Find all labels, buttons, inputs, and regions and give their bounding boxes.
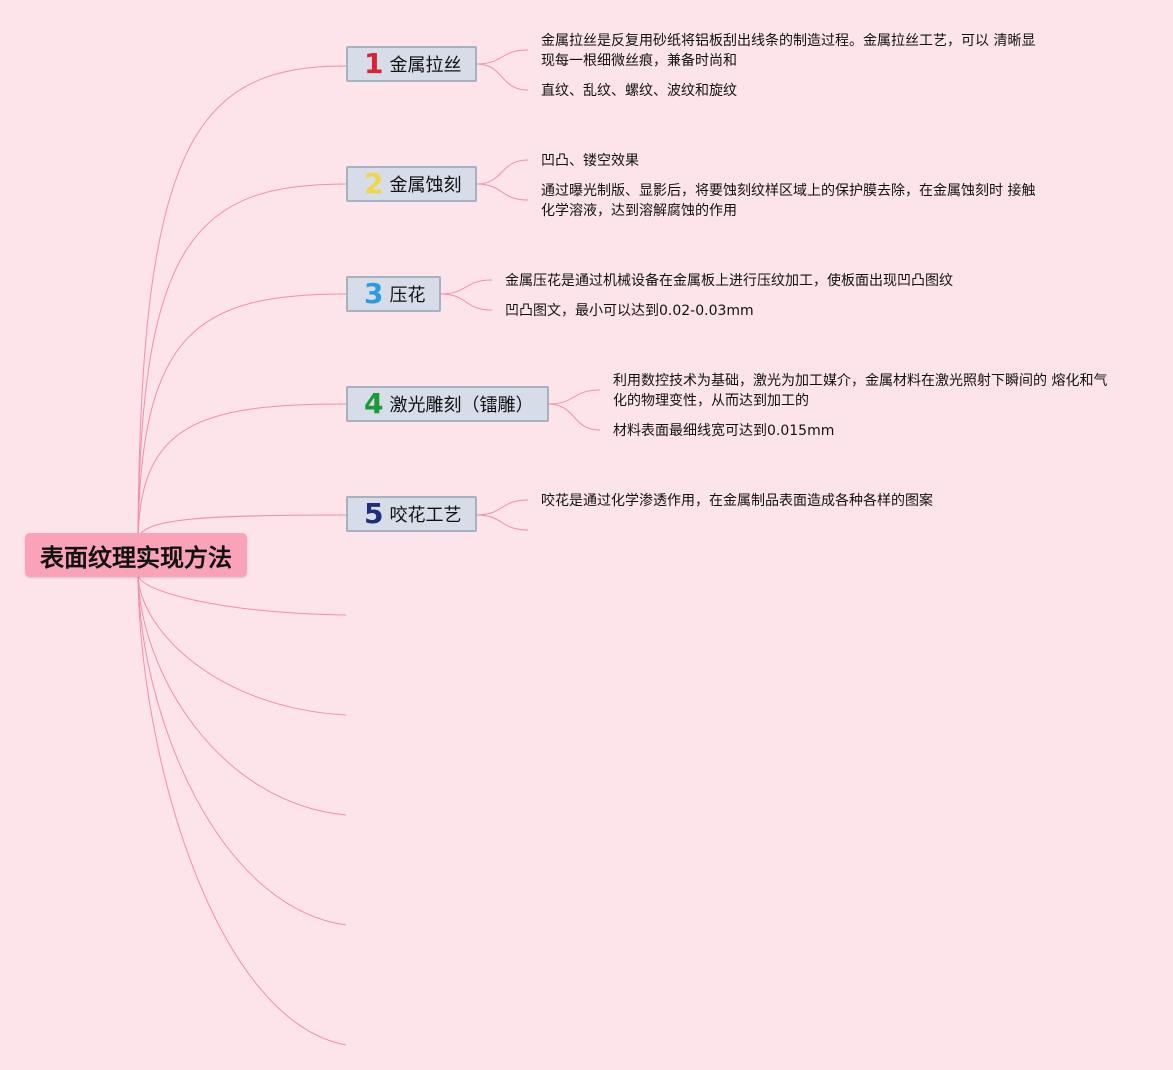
branch-label: 金属拉丝 [389,55,462,76]
leaf-brushing-patterns[interactable]: 直纹、乱纹、螺纹、波纹和旋纹 [541,83,737,99]
leaf-connector [547,403,601,431]
branch-label: 激光雕刻（镭雕） [389,395,534,416]
root-topic[interactable]: 表面纹理实现方法 [25,533,247,577]
empty-connector [137,574,347,716]
leaf-connector [439,279,493,295]
branch-texture-etching[interactable]: 5 咬花工艺 [346,496,478,532]
leaf-embossing-definition[interactable]: 金属压花是通过机械设备在金属板上进行压纹加工，使板面出现凹凸图纹 [505,273,953,289]
branch-embossing[interactable]: 3 压花 [346,276,442,312]
branch-connector [137,514,347,541]
leaf-connector [439,293,493,311]
leaf-laser-line-width[interactable]: 材料表面最细线宽可达到0.015mm [613,423,835,439]
branch-number-3: 3 [364,277,384,310]
leaf-texture-definition[interactable]: 咬花是通过化学渗透作用，在金属制品表面造成各种各样的图案 [541,493,933,509]
branch-number-4: 4 [364,387,384,420]
branch-metal-brushing[interactable]: 1 金属拉丝 [346,46,478,82]
branch-label: 金属蚀刻 [389,175,462,196]
branch-label: 压花 [389,285,426,306]
branch-number-5: 5 [364,497,384,530]
leaf-brushing-definition[interactable]: 金属拉丝是反复用砂纸将铝板刮出线条的制造过程。金属拉丝工艺，可以 清晰显 现每一… [541,33,1036,69]
empty-connector [137,574,347,616]
empty-connector [137,574,347,1046]
root-label: 表面纹理实现方法 [40,543,232,572]
empty-connector [137,574,347,816]
leaf-connector [475,159,529,185]
leaf-etching-effect[interactable]: 凹凸、镂空效果 [541,153,639,169]
empty-connector [137,574,347,926]
branch-label: 咬花工艺 [389,505,462,526]
branch-connector [137,183,347,541]
branch-number-2: 2 [364,167,384,200]
branch-connector [137,403,347,541]
branch-number-1: 1 [364,47,384,80]
leaf-connector [475,183,529,201]
leaf-connector [547,389,601,405]
leaf-connector [475,49,529,65]
leaf-connector [475,499,529,516]
branch-metal-etching[interactable]: 2 金属蚀刻 [346,166,478,202]
leaf-connector [475,63,529,91]
leaf-connector [475,514,529,531]
branch-connector [137,65,347,541]
leaf-embossing-precision[interactable]: 凹凸图文，最小可以达到0.02-0.03mm [505,303,754,319]
leaf-etching-process[interactable]: 通过曝光制版、显影后，将要蚀刻纹样区域上的保护膜去除，在金属蚀刻时 接触 化学溶… [541,183,1036,219]
leaf-laser-definition[interactable]: 利用数控技术为基础，激光为加工媒介，金属材料在激光照射下瞬间的 熔化和气 化的物… [613,373,1108,409]
branch-connector [137,293,347,541]
branch-laser-engraving[interactable]: 4 激光雕刻（镭雕） [346,386,550,422]
